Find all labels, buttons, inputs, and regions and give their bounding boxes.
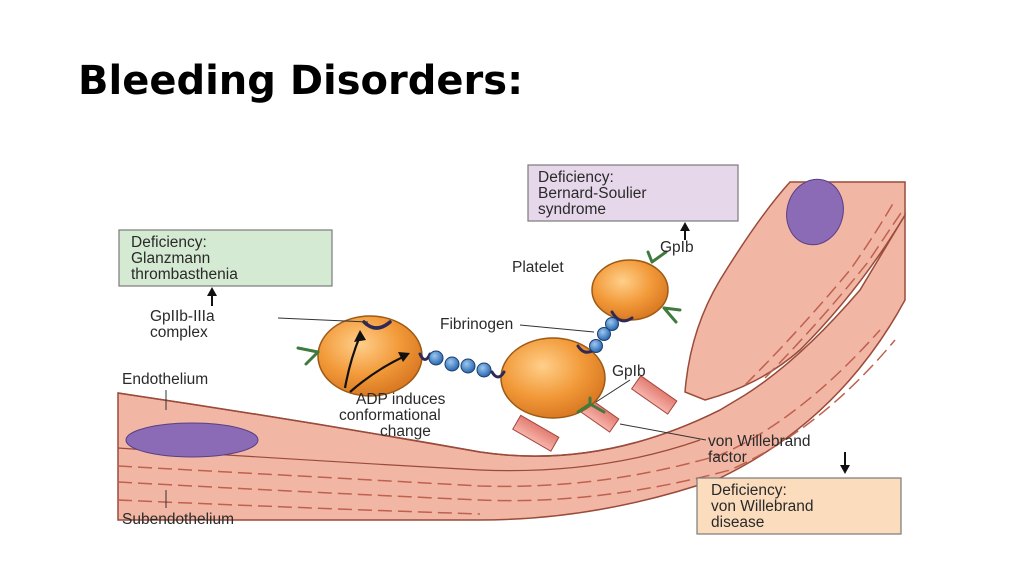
label-adp-line-2: conformational <box>339 407 441 424</box>
arrow-bernard <box>680 222 690 240</box>
slide-title: Bleeding Disorders: <box>78 58 524 104</box>
glanzmann-line-1: Deficiency: <box>131 234 207 251</box>
fibrinogen-chain-horizontal <box>418 350 506 379</box>
label-vwf-line-2: factor <box>708 449 747 466</box>
leader-fibrinogen <box>519 324 595 333</box>
endothelial-nucleus-right <box>786 178 844 246</box>
bernard-line-3: syndrome <box>538 201 606 218</box>
label-subendothelium: Subendothelium <box>122 511 234 528</box>
label-gpib-top: GpIb <box>660 239 694 256</box>
vessel-wall-lower <box>117 212 906 521</box>
label-adp-line-1: ADP induces <box>356 391 446 408</box>
label-platelet: Platelet <box>512 259 564 276</box>
bernard-soulier-deficiency-box: Deficiency: Bernard-Soulier syndrome <box>527 164 739 222</box>
arrow-glanzmann <box>207 287 217 306</box>
vwd-deficiency-box: Deficiency: von Willebrand disease <box>696 477 902 535</box>
platelet-left <box>296 315 423 397</box>
glanzmann-deficiency-box: Deficiency: Glanzmann thrombasthenia <box>118 229 333 287</box>
glanzmann-line-3: thrombasthenia <box>131 266 238 283</box>
leader-vwf <box>619 423 707 441</box>
glanzmann-line-2: Glanzmann <box>131 250 210 267</box>
platelet-top <box>591 250 682 324</box>
arrow-vwd <box>840 452 850 474</box>
platelet-middle <box>500 337 606 419</box>
label-gpib-middle: GpIb <box>612 363 646 380</box>
label-gpiib-iiia-line-1: GpIIb-IIIa <box>150 308 215 325</box>
label-endothelium: Endothelium <box>122 371 208 388</box>
vessel-wall-right <box>684 181 906 401</box>
leader-gpib-middle <box>595 379 631 403</box>
bernard-line-1: Deficiency: <box>538 169 614 186</box>
endothelial-nucleus-left <box>125 422 259 458</box>
label-vwf-line-1: von Willebrand <box>708 433 811 450</box>
leader-gpiib-iiia <box>277 317 369 323</box>
fibrinogen-chain-vertical <box>589 317 619 353</box>
vwd-line-1: Deficiency: <box>711 482 787 499</box>
label-adp-line-3: change <box>380 423 431 440</box>
label-gpiib-iiia-line-2: complex <box>150 324 208 341</box>
label-fibrinogen: Fibrinogen <box>440 316 513 333</box>
bernard-line-2: Bernard-Soulier <box>538 185 647 202</box>
vwd-line-2: von Willebrand <box>711 498 814 515</box>
vwd-line-3: disease <box>711 514 764 531</box>
